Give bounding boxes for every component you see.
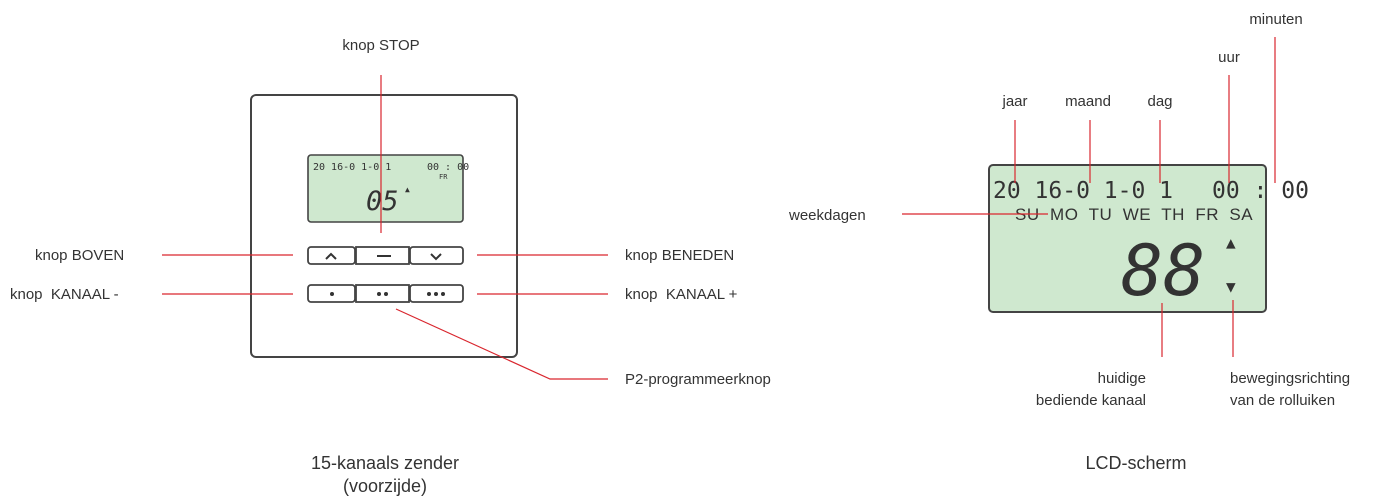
two-dots-icon-b xyxy=(384,292,388,296)
three-dots-icon-b xyxy=(434,292,438,296)
label-channel-line1: huidige xyxy=(1098,370,1146,387)
down-button[interactable] xyxy=(409,246,464,265)
label-channel-minus: knop KANAAL - xyxy=(10,286,119,303)
transmitter-caption-line1: 15-kanaals zender xyxy=(311,453,459,473)
label-direction-line2: van de rolluiken xyxy=(1230,392,1335,409)
transmitter-body xyxy=(250,94,518,358)
lcd-panel xyxy=(988,164,1267,313)
chevron-down-icon xyxy=(430,253,442,261)
channel-buttons xyxy=(307,284,464,303)
arrow-up-icon: ▲ xyxy=(1226,233,1236,252)
lcd-screen: 20 16-0 1-0 1 00 : 00 SU MO TU WE TH FR … xyxy=(988,164,1309,313)
label-year: jaar xyxy=(1001,93,1027,110)
label-day: dag xyxy=(1147,93,1172,110)
three-dots-icon-a xyxy=(427,292,431,296)
lcd-time: 00 : 00 xyxy=(1212,178,1309,204)
label-up: knop BOVEN xyxy=(35,247,124,264)
lcd-channel-digits: 88 xyxy=(1121,230,1205,312)
up-down-stop-buttons xyxy=(307,246,464,265)
three-dots-icon-c xyxy=(441,292,445,296)
transmitter-caption-line2: (voorzijde) xyxy=(343,476,427,496)
transmitter-lcd-date: 20 16-0 1-0 1 xyxy=(313,162,391,173)
transmitter-lcd xyxy=(307,154,464,223)
transmitter-lcd-channel: 05 xyxy=(366,186,399,217)
transmitter-device: 20 16-0 1-0 1 00 : 00 FR 05 ▲ xyxy=(250,94,518,358)
transmitter-lcd-arrow: ▲ xyxy=(405,185,410,194)
label-direction-line1: bewegingsrichting xyxy=(1230,370,1350,387)
chevron-up-icon xyxy=(325,252,337,260)
label-minutes: minuten xyxy=(1249,11,1302,28)
transmitter-lcd-time: 00 : 00 xyxy=(427,162,469,173)
arrow-down-icon: ▼ xyxy=(1226,277,1236,296)
label-down: knop BENEDEN xyxy=(625,247,734,264)
one-dot-icon xyxy=(330,292,334,296)
label-month: maand xyxy=(1065,93,1111,110)
lcd-date: 20 16-0 1-0 1 xyxy=(993,178,1173,204)
lcd-caption: LCD-scherm xyxy=(1085,453,1186,473)
p2-program-button[interactable] xyxy=(355,284,410,303)
label-channel-plus: knop KANAAL + xyxy=(625,286,738,303)
two-dots-icon-a xyxy=(377,292,381,296)
lcd-weekdays: SU MO TU WE TH FR SA xyxy=(1015,205,1253,224)
transmitter-lcd-day: FR xyxy=(439,173,448,181)
label-stop: knop STOP xyxy=(342,37,419,54)
leader-p2 xyxy=(395,308,608,380)
label-p2: P2-programmeerknop xyxy=(625,371,771,388)
label-hour: uur xyxy=(1218,49,1240,66)
label-weekdays: weekdagen xyxy=(788,207,866,224)
label-channel-line2: bediende kanaal xyxy=(1036,392,1146,409)
